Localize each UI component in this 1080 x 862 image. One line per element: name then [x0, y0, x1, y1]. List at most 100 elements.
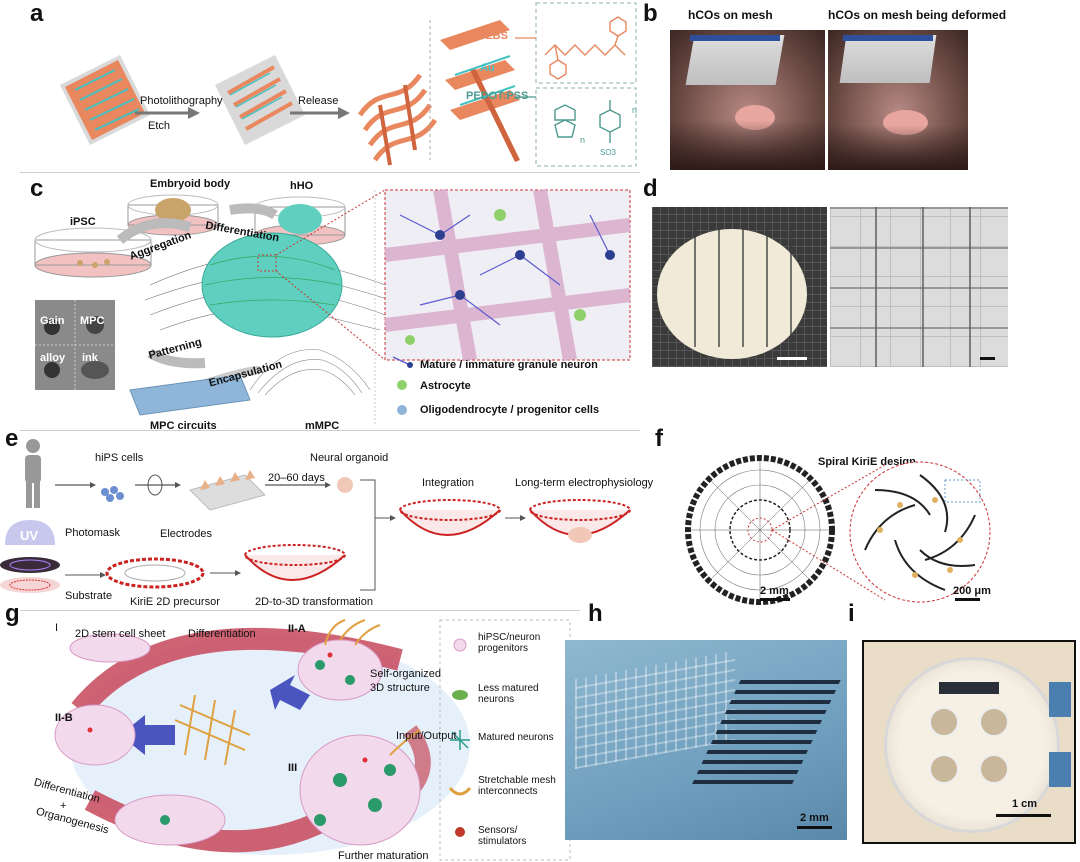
blue-arrow-right	[270, 675, 310, 710]
photo-title-left: hCOs on mesh	[688, 8, 773, 22]
step-photolithography: Photolithography	[140, 95, 223, 107]
photo-mesh-overview	[652, 207, 827, 367]
label-io: Input/Output	[396, 730, 457, 742]
label-neural-organoid: Neural organoid	[310, 452, 389, 464]
spiral-zoom	[849, 461, 991, 603]
photo-hcos-deformed	[828, 30, 968, 170]
label-electrodes: Electrodes	[160, 528, 212, 540]
step-etch: Etch	[148, 120, 171, 132]
step-release: Release	[298, 95, 339, 107]
photo-hcos-on-mesh	[670, 30, 825, 170]
mpc-circuits-image	[129, 374, 251, 416]
legend-interconnects: Stretchable mesh interconnects	[478, 775, 556, 797]
substrate-flat	[60, 55, 150, 145]
kirie-3d	[244, 554, 346, 581]
scale-text-f1: 2 mm	[760, 585, 789, 597]
panel-c-illustration	[34, 188, 631, 425]
svg-text:SO3: SO3	[600, 148, 617, 157]
divider	[20, 430, 640, 431]
panel-letter-d: d	[643, 175, 658, 202]
label-uv: UV	[20, 528, 39, 543]
panel-letter-c: c	[30, 175, 44, 202]
legend-icons	[392, 356, 413, 415]
g-mesh	[174, 694, 251, 766]
label-self-org-1: Self-organized	[370, 668, 441, 680]
zoom-strips	[440, 20, 520, 162]
substrate-patterned	[215, 55, 305, 145]
label-photomask: Photomask	[65, 527, 121, 539]
legend-astrocyte: Astrocyte	[420, 380, 471, 392]
label-ipsc: iPSC	[70, 216, 96, 228]
mmpc-mesh	[249, 349, 371, 396]
label-roman-i: I	[55, 622, 59, 634]
released-mesh	[357, 73, 438, 166]
label-iii: III	[288, 762, 298, 774]
sebs-structure	[544, 16, 627, 80]
divider	[20, 172, 640, 173]
label-mpc: MPC	[80, 315, 105, 327]
label-gain: Gain	[40, 315, 65, 327]
label-iia: II-A	[288, 623, 306, 635]
label-substrate: Substrate	[65, 590, 113, 602]
pedot-structure: n n SO3	[554, 100, 637, 157]
human-icon	[25, 439, 41, 508]
legend-hipsc: hiPSC/neuron progenitors	[478, 632, 541, 654]
substrate	[0, 577, 60, 593]
label-kirie-precursor: KiriE 2D precursor	[130, 596, 220, 608]
hips-cells	[101, 486, 124, 502]
scale-text-h: 2 mm	[800, 812, 829, 824]
scale-text-i: 1 cm	[1012, 798, 1038, 810]
panel-g-illustration	[54, 619, 571, 861]
legend-less-matured: Less matured neurons	[478, 683, 539, 705]
zoom-mesh	[384, 188, 631, 362]
uv-lamp	[5, 520, 55, 545]
scalebar-f1	[760, 598, 790, 601]
label-2d-sheet: 2D stem cell sheet	[75, 628, 166, 640]
dish-ipsc	[34, 227, 152, 278]
scale-text-f2: 200 μm	[953, 585, 991, 597]
organoid	[201, 232, 343, 338]
panel-e-illustration	[0, 439, 631, 593]
svg-text:n: n	[632, 105, 637, 115]
photo-mesh-3d	[565, 640, 847, 840]
label-ink: ink	[82, 352, 98, 364]
label-self-org-2: 3D structure	[370, 682, 430, 694]
panel-letter-g: g	[5, 600, 20, 627]
label-mpc-circuits: MPC circuits	[150, 420, 217, 432]
material-pedot-pss: PEDOT:PSS	[466, 90, 529, 102]
label-further-maturation: Further maturation	[338, 850, 429, 862]
label-hips-cells: hiPS cells	[95, 452, 144, 464]
panel-f-illustration	[685, 455, 991, 605]
panel-letter-b: b	[643, 0, 658, 27]
material-sebs: SEBS	[478, 30, 508, 42]
panel-letter-i: i	[848, 600, 855, 627]
label-mmpc: mMPC	[305, 420, 340, 432]
photo-mea-dish	[862, 640, 1076, 844]
legend-matured: Matured neurons	[478, 732, 554, 743]
integration-image	[399, 509, 501, 536]
g-legend-box	[439, 619, 571, 861]
photo-title-right: hCOs on mesh being deformed	[828, 8, 1007, 22]
legend-sensors: Sensors/ stimulators	[478, 825, 527, 847]
spiral-overview	[685, 455, 835, 605]
photomask	[0, 557, 60, 573]
panel-letter-f: f	[655, 425, 663, 452]
label-differentiation-g: Differentiation	[188, 628, 256, 640]
label-spiral-kirie: Spiral KiriE design	[818, 456, 916, 468]
scalebar-f2	[955, 598, 980, 601]
microwell-plate	[189, 470, 266, 511]
panel-letter-h: h	[588, 600, 603, 627]
panel-letter-e: e	[5, 425, 19, 452]
label-plus: +	[60, 800, 67, 812]
label-transformation: 2D-to-3D transformation	[255, 596, 373, 608]
kirie-precursor	[105, 557, 205, 589]
photo-mesh-zoom	[830, 207, 1008, 367]
material-au: Au	[480, 62, 495, 74]
label-integration: Integration	[422, 477, 474, 489]
label-days: 20–60 days	[268, 472, 325, 484]
legend-oligodendrocyte: Oligodendrocyte / progenitor cells	[420, 404, 600, 416]
label-alloy: alloy	[40, 352, 66, 364]
svg-text:n: n	[580, 135, 585, 145]
divider	[20, 610, 580, 611]
blue-arrow-left	[120, 715, 175, 755]
